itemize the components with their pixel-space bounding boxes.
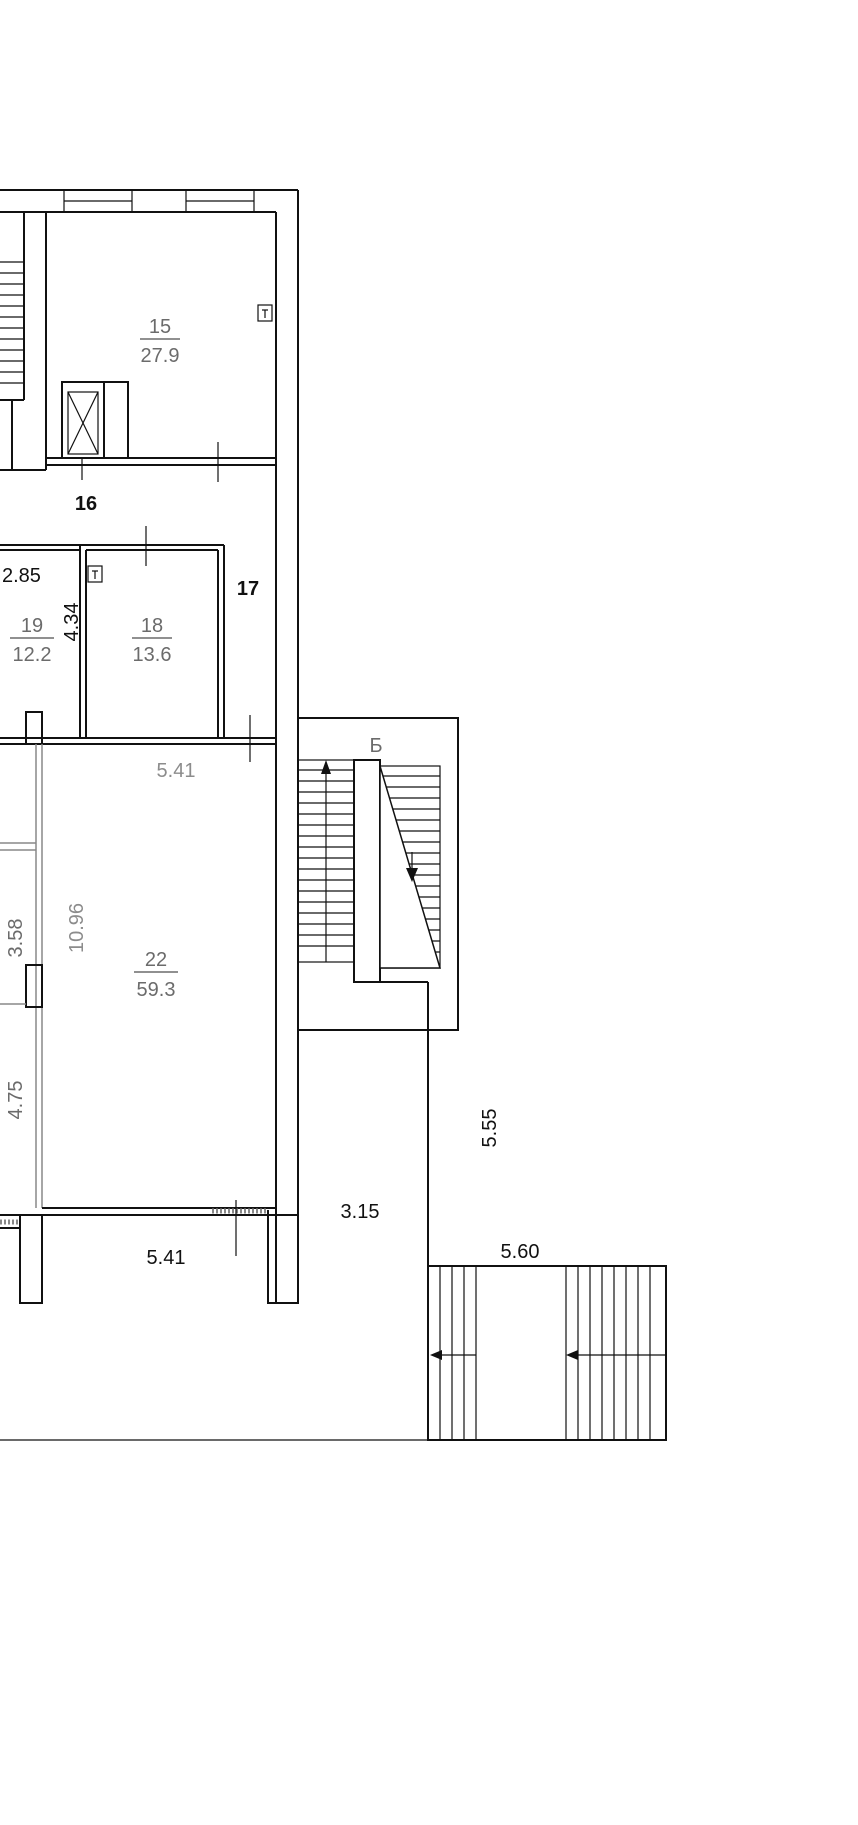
corridor-17-label: 17 <box>237 578 259 600</box>
room-22-number: 22 <box>145 949 167 971</box>
dim-5-41-top: 5.41 <box>157 760 196 782</box>
dim-5-55: 5.55 <box>479 1109 501 1148</box>
room-15-area: 27.9 <box>141 345 180 367</box>
room-15-walls <box>46 211 276 482</box>
stair-b-label: Б <box>369 735 382 757</box>
dim-3-58: 3.58 <box>5 919 27 958</box>
room-18-number: 18 <box>141 615 163 637</box>
stair-b <box>297 717 459 1031</box>
room-19-number: 19 <box>21 615 43 637</box>
room-15-number: 15 <box>149 316 171 338</box>
room-18-area: 13.6 <box>133 644 172 666</box>
dim-4-34: 4.34 <box>61 603 83 642</box>
left-stairs <box>0 212 47 471</box>
dim-2-85: 2.85 <box>2 565 41 587</box>
room-15-label: 15 27.9 <box>140 316 180 367</box>
room-22-label: 22 59.3 <box>134 949 178 1001</box>
room-22-walls <box>0 744 299 1304</box>
dim-5-41-bottom: 5.41 <box>147 1247 186 1269</box>
room-19-area: 12.2 <box>13 644 52 666</box>
dim-3-15: 3.15 <box>341 1201 380 1223</box>
rooms-19-18-walls <box>0 526 276 762</box>
outdoor-area <box>0 1030 429 1441</box>
dim-10-96: 10.96 <box>66 903 88 953</box>
entrance-steps <box>427 1265 667 1441</box>
corridor-16-label: 16 <box>75 493 97 515</box>
room-18-label: 18 13.6 <box>132 615 172 666</box>
room-19-label: 19 12.2 <box>10 615 54 666</box>
dim-5-60: 5.60 <box>501 1241 540 1263</box>
dim-4-75: 4.75 <box>5 1081 27 1120</box>
room-22-area: 59.3 <box>137 979 176 1001</box>
